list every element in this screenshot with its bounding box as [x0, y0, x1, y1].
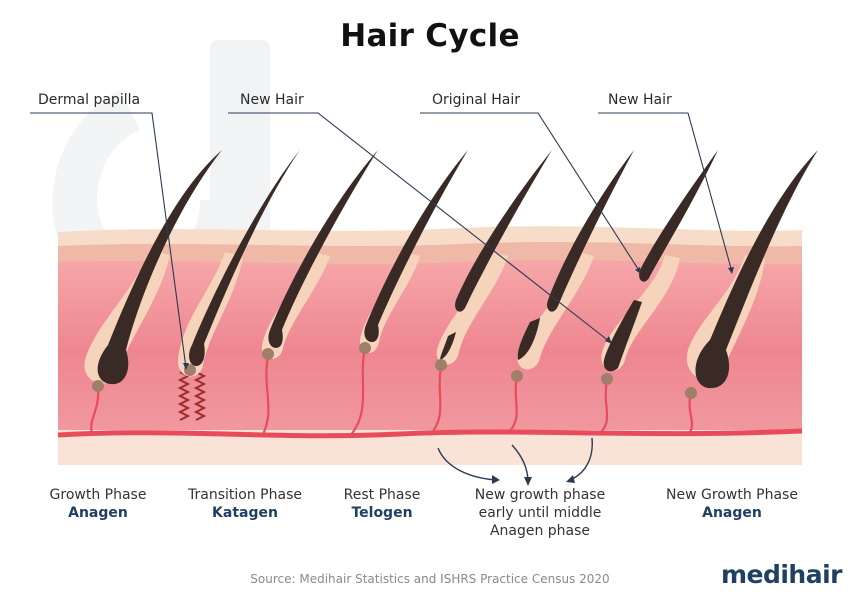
hair-anagen-right — [695, 150, 818, 389]
page-title: Hair Cycle — [340, 18, 520, 54]
phase-new-growth-line1: New growth phase — [474, 487, 606, 503]
blood-vessel-branches — [90, 347, 694, 437]
callout-arrowheads — [183, 267, 734, 370]
hair-newgrowth-3-new — [603, 300, 642, 372]
phase-transition: Transition Phase Katagen — [165, 486, 325, 522]
blood-vessel-main — [57, 428, 803, 439]
phase-new-growth-line3: Anagen phase — [489, 523, 591, 539]
phase-rest-name: Rest Phase — [343, 487, 421, 503]
phase-new-growth-name: New Growth Phase — [666, 487, 798, 503]
phase-transition-name: Transition Phase — [188, 487, 302, 503]
leader-dermal-papilla — [30, 112, 187, 369]
leader-original-hair — [420, 112, 641, 273]
hair-newgrowth-1-old — [455, 150, 552, 312]
phase-new-growth-line2: early until middle — [478, 505, 602, 521]
hair-newgrowth-3-old — [639, 150, 718, 282]
hair-newgrowth-1-new — [440, 332, 456, 360]
phase-growth-term: Anagen — [68, 505, 128, 521]
katagen-coiled-vessel — [177, 371, 207, 421]
phase-new-growth: New Growth Phase Anagen — [652, 486, 812, 522]
callout-leader-lines — [30, 112, 733, 369]
leader-new-hair-right — [598, 112, 733, 273]
phase-new-growth-term: Anagen — [702, 505, 762, 521]
hair-newgrowth-2-old — [547, 150, 634, 312]
phase-new-growth-early: New growth phase early until middle Anag… — [460, 486, 620, 540]
phase-growth: Growth Phase Anagen — [18, 486, 178, 522]
hair-telogen-2 — [364, 150, 468, 342]
leader-new-hair-left — [228, 112, 611, 343]
callout-new-hair-right: New Hair — [608, 92, 672, 108]
hair-newgrowth-2-new — [517, 318, 540, 360]
hair-shafts — [97, 150, 818, 389]
new-growth-arrowheads — [492, 475, 575, 486]
skin-cross-section — [58, 226, 802, 465]
phase-growth-name: Growth Phase — [49, 487, 147, 503]
phase-transition-term: Katagen — [212, 505, 278, 521]
hair-anagen-left — [97, 150, 222, 385]
callout-new-hair-left: New Hair — [240, 92, 304, 108]
dermis-layer — [58, 260, 802, 465]
callout-original-hair: Original Hair — [432, 92, 520, 108]
callout-dermal-papilla: Dermal papilla — [38, 92, 141, 108]
hair-katagen — [189, 150, 300, 366]
hair-telogen-1 — [268, 150, 378, 348]
source-note: Source: Medihair Statistics and ISHRS Pr… — [250, 572, 610, 586]
brand-logo: medihair — [720, 560, 843, 589]
phase-rest-term: Telogen — [351, 505, 413, 521]
phase-rest: Rest Phase Telogen — [302, 486, 462, 522]
